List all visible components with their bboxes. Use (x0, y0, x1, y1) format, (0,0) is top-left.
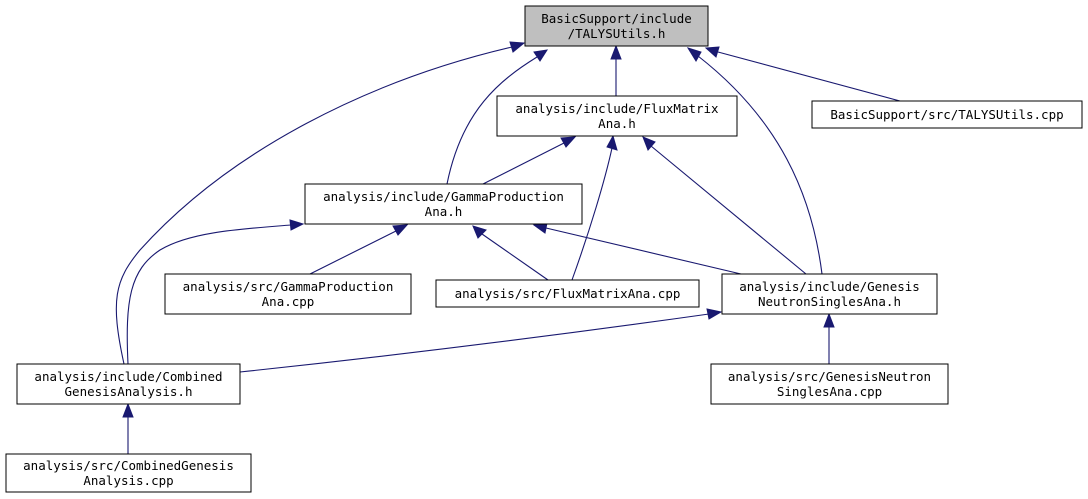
node-analysis-include-combinedgenesisanalysis-h[interactable]: analysis/include/CombinedGenesisAnalysis… (16, 363, 241, 405)
edge-line (571, 147, 613, 281)
node-box (811, 100, 1083, 129)
edge-combined-h-to-talysutils-h (115, 41, 526, 365)
node-label-line: Ana.h (425, 204, 463, 219)
edge-line (717, 51, 901, 102)
node-label-line: Ana.cpp (262, 294, 315, 309)
edge-genesis-h-to-talysutils-h (686, 47, 823, 275)
edge-gammaprod-cpp-to-gammaprod-h (309, 224, 409, 275)
arrowhead-icon (823, 312, 835, 328)
edge-genesis-h-to-gammaprod-h (532, 222, 742, 275)
node-label-line: analysis/include/Genesis (739, 279, 920, 294)
arrowhead-icon (289, 219, 305, 231)
node-basicsupport-include-talysutils-h[interactable]: BasicSupport/include/TALYSUtils.h (524, 5, 709, 47)
node-analysis-include-fluxmatrixana-h[interactable]: analysis/include/FluxMatrixAna.h (496, 95, 738, 137)
arrowhead-icon (642, 136, 656, 151)
node-label-line: analysis/src/GammaProduction (183, 279, 394, 294)
edge-line (126, 224, 292, 365)
edge-line (481, 233, 549, 281)
edge-line (482, 142, 565, 185)
edge-gammaprod-h-to-fluxmatrix-h (482, 136, 577, 185)
node-label-line: analysis/include/FluxMatrix (515, 101, 719, 116)
arrowhead-icon (122, 402, 134, 418)
edge-line (545, 227, 742, 275)
edge-combined-h-to-gammaprod-h (126, 219, 305, 365)
edges-layer (115, 41, 901, 454)
edge-gammaprod-h-to-talysutils-h (446, 49, 549, 185)
nodes-layer: BasicSupport/include/TALYSUtils.h analysi… (5, 5, 1083, 493)
node-label-line: BasicSupport/src/TALYSUtils.cpp (830, 107, 1063, 122)
node-box (435, 279, 700, 308)
node-label-line: Analysis.cpp (83, 473, 173, 488)
arrowhead-icon (533, 49, 549, 62)
node-analysis-src-fluxmatrixana-cpp[interactable]: analysis/src/FluxMatrixAna.cpp (435, 279, 700, 308)
node-label-line: analysis/include/Combined (34, 369, 222, 384)
arrowhead-icon (472, 225, 487, 239)
node-label-line: analysis/include/GammaProduction (323, 189, 564, 204)
arrowhead-icon (706, 308, 723, 320)
arrowhead-icon (704, 46, 720, 58)
edge-fluxmatrix-cpp-to-gammaprod-h (472, 225, 549, 281)
edge-genesis-cpp-to-genesis-h (823, 312, 835, 364)
node-box (721, 273, 938, 315)
node-box (5, 453, 252, 493)
node-box (496, 95, 738, 137)
edge-line (650, 145, 807, 275)
arrowhead-icon (560, 136, 577, 148)
edge-combined-h-to-genesis-h (239, 308, 723, 373)
edge-talysutils-cpp-to-talysutils-h (704, 46, 901, 102)
node-label-line: GenesisAnalysis.h (65, 384, 193, 399)
node-box (524, 5, 709, 47)
edge-line (446, 56, 538, 185)
edge-fluxmatrix-h-to-talysutils-h (610, 44, 622, 96)
arrowhead-icon (686, 47, 702, 62)
node-label-line: analysis/src/CombinedGenesis (23, 458, 234, 473)
edge-combined-cpp-to-combined-h (122, 402, 134, 454)
node-box (16, 363, 241, 405)
arrowhead-icon (392, 224, 409, 236)
node-analysis-src-genesisneutronsinglesana-cpp[interactable]: analysis/src/GenesisNeutronSinglesAna.cp… (710, 363, 949, 405)
node-label-line: analysis/src/GenesisNeutron (728, 369, 931, 384)
node-label-line: /TALYSUtils.h (568, 26, 666, 41)
node-box (710, 363, 949, 405)
node-label-line: analysis/src/FluxMatrixAna.cpp (455, 286, 681, 301)
edge-line (239, 313, 710, 373)
node-box (304, 183, 583, 225)
node-analysis-include-genesisneutronsinglesana-h[interactable]: analysis/include/GenesisNeutronSinglesAn… (721, 273, 938, 315)
edge-fluxmatrix-cpp-to-fluxmatrix-h (571, 134, 618, 281)
node-label-line: SinglesAna.cpp (777, 384, 882, 399)
edge-line (309, 230, 397, 275)
node-basicsupport-src-talysutils-cpp[interactable]: BasicSupport/src/TALYSUtils.cpp (811, 100, 1083, 129)
node-label-line: BasicSupport/include (541, 11, 692, 26)
edge-line (115, 46, 513, 365)
arrowhead-icon (610, 44, 622, 60)
node-box (164, 273, 412, 315)
arrowhead-icon (509, 41, 526, 53)
node-label-line: NeutronSinglesAna.h (758, 294, 901, 309)
edge-genesis-h-to-fluxmatrix-h (642, 136, 807, 275)
edge-line (697, 55, 823, 275)
node-label-line: Ana.h (598, 116, 636, 131)
arrowhead-icon (606, 134, 618, 151)
